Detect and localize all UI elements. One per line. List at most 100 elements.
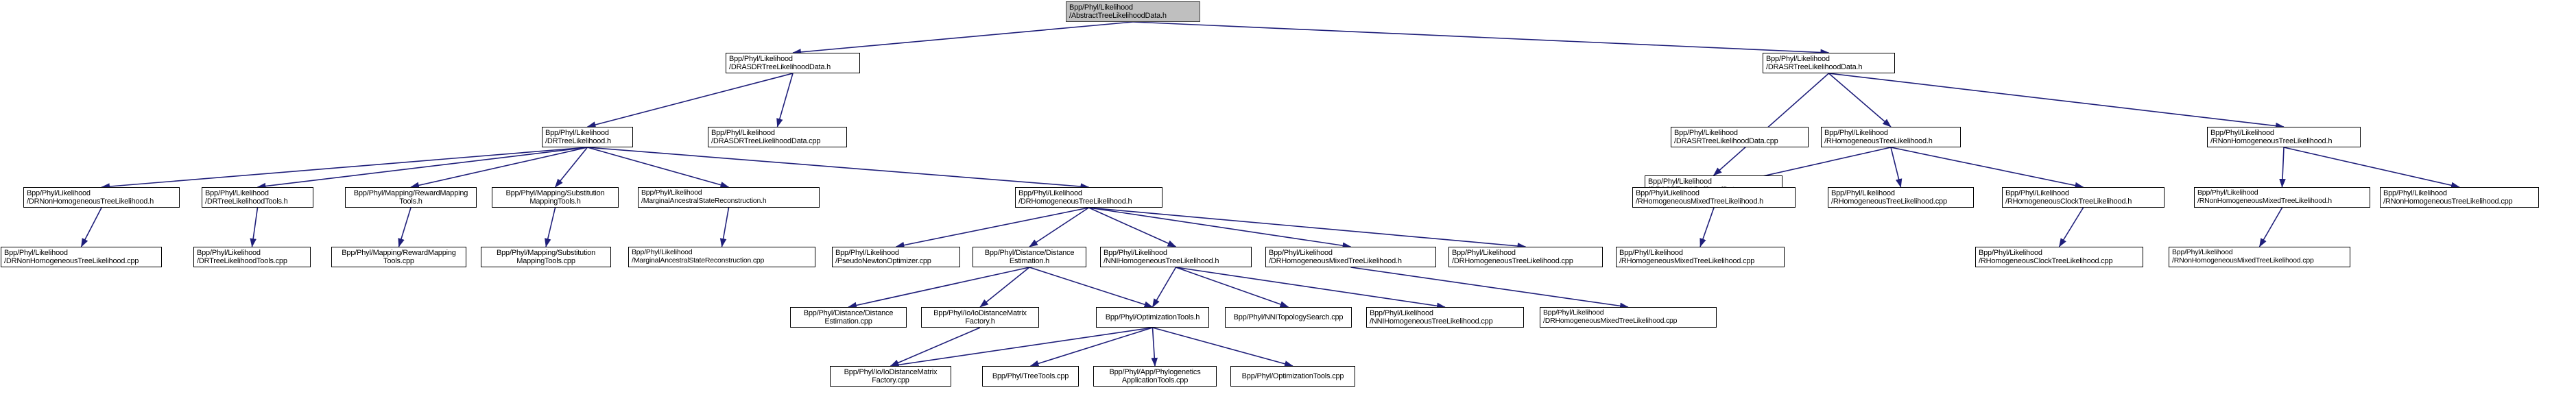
graph-node[interactable]: Bpp/Phyl/Likelihood/DRTreeLikelihoodTool…: [193, 247, 311, 267]
graph-node[interactable]: Bpp/Phyl/Likelihood/RNonHomogeneousMixed…: [2194, 187, 2370, 208]
node-label-line2: /RHomogeneousClockTreeLikelihood.h: [2005, 197, 2132, 206]
graph-node[interactable]: Bpp/Phyl/Likelihood/RNonHomogeneousTreeL…: [2207, 127, 2361, 147]
graph-node[interactable]: Bpp/Phyl/Likelihood/RHomogeneousClockTre…: [2002, 187, 2164, 208]
graph-node[interactable]: Bpp/Phyl/Likelihood/DRTreeLikelihood.h: [542, 127, 633, 147]
node-label-line2: Tools.h: [399, 197, 422, 206]
node-label-line1: Bpp/Phyl/Distance/Distance: [803, 308, 894, 317]
graph-edge: [101, 147, 588, 190]
node-label-line2: /DRHomogeneousTreeLikelihood.h: [1018, 197, 1132, 206]
graph-edge: [2283, 147, 2460, 189]
graph-edge: [1029, 207, 1089, 247]
node-label-line1: Bpp/Phyl/Likelihood: [1636, 188, 1700, 197]
node-label-line2: /DRNonHomogeneousTreeLikelihood.cpp: [4, 257, 139, 265]
graph-edge: [398, 207, 412, 247]
node-label-line1: Bpp/Phyl/Likelihood: [1824, 128, 1888, 137]
graph-node[interactable]: Bpp/Phyl/Likelihood/NNIHomogeneousTreeLi…: [1100, 247, 1252, 267]
graph-edge: [410, 147, 588, 189]
graph-node[interactable]: Bpp/Phyl/Likelihood/DRNonHomogeneousTree…: [23, 187, 180, 208]
graph-node[interactable]: Bpp/Phyl/Likelihood/AbstractTreeLikeliho…: [1066, 1, 1200, 22]
node-label-line2: Factory.h: [965, 317, 995, 326]
node-label-line2: /DRTreeLikelihoodTools.cpp: [197, 257, 287, 265]
graph-node[interactable]: Bpp/Phyl/Likelihood/DRASRTreeLikelihoodD…: [1671, 127, 1809, 147]
node-label-line1: Bpp/Phyl/Mapping/Substitution: [496, 248, 596, 257]
graph-edge: [2258, 207, 2283, 247]
graph-edge: [587, 147, 730, 188]
node-label-line1: Bpp/Phyl/Likelihood: [1674, 128, 1738, 137]
graph-node[interactable]: Bpp/Phyl/Likelihood/RHomogeneousTreeLike…: [1821, 127, 1961, 147]
node-label-line1: Bpp/Phyl/Likelihood: [1543, 308, 1604, 317]
node-label-line1: Bpp/Phyl/Likelihood: [545, 128, 609, 137]
node-label-line2: /NNIHomogeneousTreeLikelihood.h: [1104, 257, 1219, 265]
node-label-line1: Bpp/Phyl/Likelihood: [197, 248, 261, 257]
node-label-line1: Bpp/Phyl/Likelihood: [1104, 248, 1167, 257]
node-label-line1: Bpp/Phyl/Likelihood: [835, 248, 899, 257]
graph-edge: [1176, 267, 1289, 308]
graph-node[interactable]: Bpp/Phyl/Likelihood/RHomogeneousClockTre…: [1975, 247, 2143, 267]
node-label-line1: Bpp/Phyl/Likelihood: [27, 188, 91, 197]
graph-node[interactable]: Bpp/Phyl/Likelihood/PseudoNewtonOptimize…: [832, 247, 960, 267]
node-label-line1: Bpp/Phyl/Mapping/RewardMapping: [342, 248, 456, 257]
node-label-line1: Bpp/Phyl/Likelihood: [2172, 248, 2233, 257]
graph-node[interactable]: Bpp/Phyl/Likelihood/DRASDRTreeLikelihood…: [708, 127, 847, 147]
graph-node[interactable]: Bpp/Phyl/NNITopologySearch.cpp: [1225, 307, 1352, 328]
node-label-line2: /RNonHomogeneousMixedTreeLikelihood.h: [2197, 197, 2332, 205]
graph-edge: [895, 207, 1089, 249]
graph-edge: [1132, 21, 1830, 56]
graph-node[interactable]: Bpp/Phyl/Likelihood/DRNonHomogeneousTree…: [1, 247, 162, 267]
node-label-line1: Bpp/Phyl/Mapping/RewardMapping: [353, 188, 468, 197]
graph-edge: [1700, 207, 1715, 247]
graph-node[interactable]: Bpp/Phyl/Likelihood/NNIHomogeneousTreeLi…: [1366, 307, 1524, 328]
graph-node[interactable]: Bpp/Phyl/Likelihood/DRHomogeneousTreeLik…: [1448, 247, 1603, 267]
graph-edge: [257, 147, 588, 190]
graph-edge: [1152, 267, 1177, 308]
graph-edge: [1152, 327, 1293, 367]
graph-node[interactable]: Bpp/Phyl/Likelihood/DRHomogeneousMixedTr…: [1540, 307, 1717, 328]
graph-node[interactable]: Bpp/Phyl/Likelihood/MarginalAncestralSta…: [628, 247, 815, 267]
graph-edge: [1828, 73, 2285, 130]
graph-node[interactable]: Bpp/Phyl/Likelihood/MarginalAncestralSta…: [638, 187, 820, 208]
graph-edge: [586, 73, 794, 128]
node-label-line1: Bpp/Phyl/TreeTools.cpp: [992, 371, 1069, 380]
node-label-line1: Bpp/Phyl/Likelihood: [1619, 248, 1683, 257]
node-label-line1: Bpp/Phyl/App/Phylogenetics: [1109, 367, 1201, 376]
graph-node[interactable]: Bpp/Phyl/Likelihood/RHomogeneousMixedTre…: [1616, 247, 1785, 267]
graph-node[interactable]: Bpp/Phyl/Likelihood/RNonHomogeneousMixed…: [2169, 247, 2350, 267]
node-label-line1: Bpp/Phyl/Likelihood: [1766, 54, 1830, 63]
graph-node[interactable]: Bpp/Phyl/OptimizationTools.cpp: [1230, 366, 1355, 387]
graph-node[interactable]: Bpp/Phyl/Likelihood/DRTreeLikelihoodTool…: [202, 187, 313, 208]
graph-edge: [792, 21, 1134, 56]
graph-node[interactable]: Bpp/Phyl/Likelihood/RHomogeneousMixedTre…: [1632, 187, 1796, 208]
graph-edge: [1350, 267, 1629, 310]
graph-node[interactable]: Bpp/Phyl/Likelihood/RNonHomogeneousTreeL…: [2380, 187, 2539, 208]
graph-node[interactable]: Bpp/Phyl/Likelihood/DRASDRTreeLikelihood…: [726, 53, 860, 73]
graph-node[interactable]: Bpp/Phyl/TreeTools.cpp: [982, 366, 1079, 387]
node-label-line1: Bpp/Phyl/Likelihood: [2197, 188, 2258, 197]
node-label-line2: /RNonHomogeneousTreeLikelihood.h: [2210, 137, 2333, 145]
graph-edge: [1029, 327, 1153, 367]
node-label-line1: Bpp/Phyl/Likelihood: [1069, 3, 1133, 12]
graph-node[interactable]: Bpp/Phyl/OptimizationTools.h: [1096, 307, 1209, 328]
graph-edge: [2279, 147, 2286, 188]
graph-node[interactable]: Bpp/Phyl/Likelihood/DRASRTreeLikelihoodD…: [1763, 53, 1895, 73]
graph-node[interactable]: Bpp/Phyl/Likelihood/DRHomogeneousMixedTr…: [1265, 247, 1436, 267]
graph-edge: [1088, 207, 1177, 247]
node-label-line2: Tools.cpp: [383, 257, 414, 265]
node-label-line1: Bpp/Phyl/Likelihood: [711, 128, 775, 137]
node-label-line2: /MarginalAncestralStateReconstruction.h: [641, 197, 767, 205]
node-label-line1: Bpp/Phyl/OptimizationTools.h: [1105, 313, 1200, 321]
graph-node[interactable]: Bpp/Phyl/Likelihood/DRHomogeneousTreeLik…: [1015, 187, 1162, 208]
node-label-line1: Bpp/Phyl/Mapping/Substitution: [505, 188, 605, 197]
node-label-line1: Bpp/Phyl/Likelihood: [2005, 188, 2069, 197]
graph-node[interactable]: Bpp/Phyl/Likelihood/RHomogeneousTreeLike…: [1828, 187, 1974, 208]
node-label-line1: Bpp/Phyl/Io/IoDistanceMatrix: [933, 308, 1027, 317]
node-label-line2: /PseudoNewtonOptimizer.cpp: [835, 257, 931, 265]
